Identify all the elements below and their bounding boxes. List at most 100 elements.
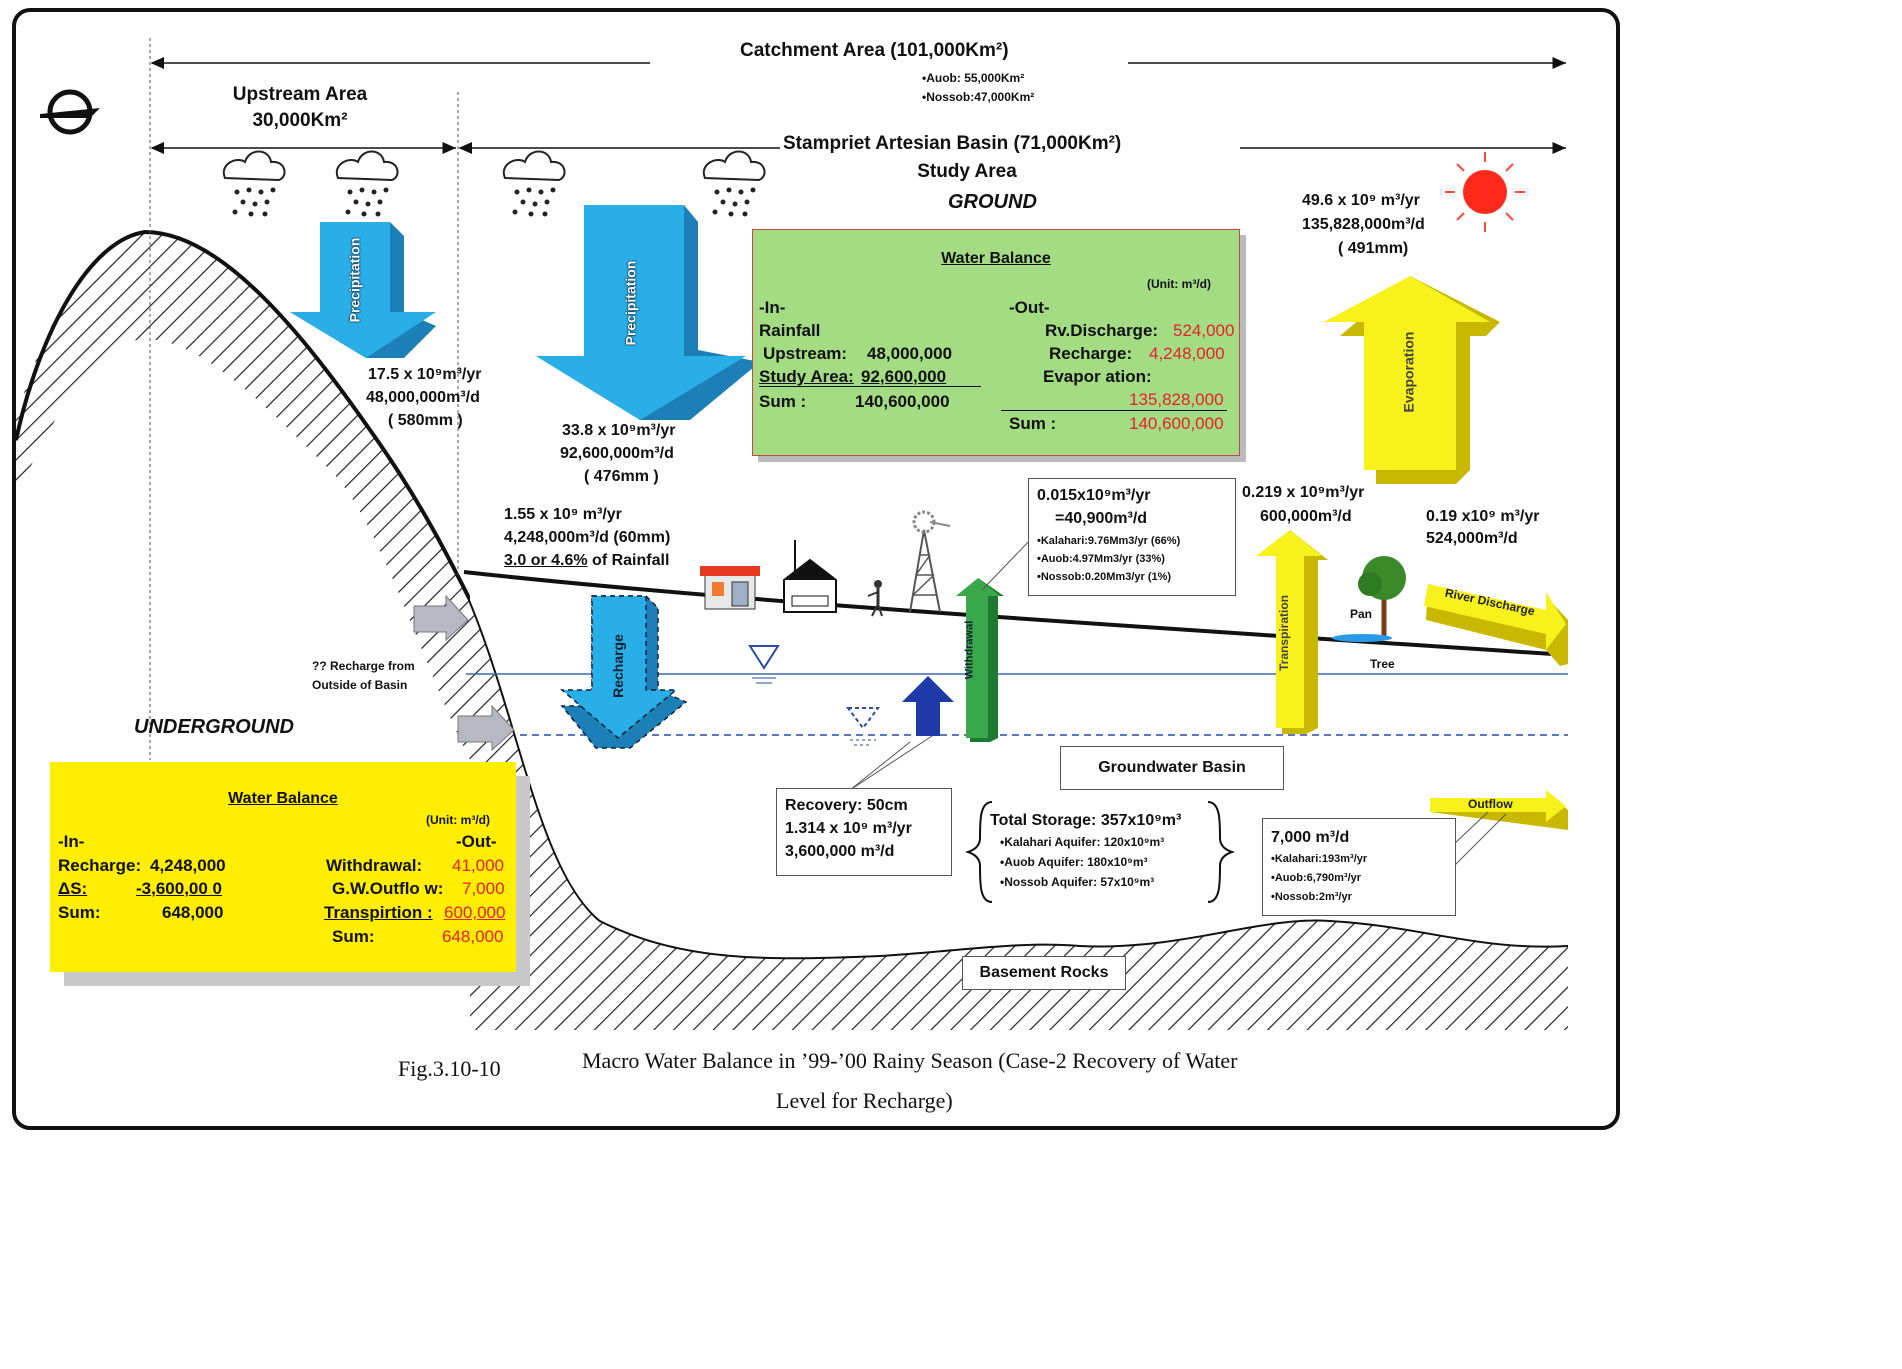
outflow-callout: 7,000 m³/d •Kalahari:193m³/yr •Auob:6,79… bbox=[1262, 818, 1456, 916]
precipitation-arrow-label: Precipitation bbox=[346, 237, 363, 323]
ground-water-balance-title: Water Balance bbox=[941, 250, 1051, 267]
outflow-daily: 7,000 m³/d bbox=[1271, 829, 1350, 846]
total-storage-title: Total Storage: 357x10⁹m³ bbox=[990, 812, 1182, 829]
ground-rainfall-label: Rainfall bbox=[759, 321, 821, 340]
ground-river-discharge-label: Rv.Discharge: bbox=[1045, 321, 1159, 340]
withdrawal-arrow-label: Withdrawal bbox=[963, 620, 976, 680]
catchment-nossob-area: •Nossob:47,000Km² bbox=[922, 90, 1035, 104]
recharge-yearly: 1.55 x 10⁹ m³/yr bbox=[504, 506, 622, 523]
ground-study-area-label: Study Area: bbox=[759, 367, 854, 386]
basement-rocks-label: Basement Rocks bbox=[979, 964, 1109, 981]
recharge-daily: 4,248,000m³/d (60mm) bbox=[504, 529, 671, 546]
river-discharge-arrow bbox=[1424, 584, 1568, 666]
underground-withdrawal-label: Withdrawal: bbox=[326, 856, 423, 875]
ground-upstream-value: 48,000,000 bbox=[867, 344, 953, 363]
ground-recharge-value: 4,248,000 bbox=[1149, 344, 1225, 363]
pan-label: Pan bbox=[1350, 607, 1373, 621]
transpiration-daily: 600,000m³/d bbox=[1260, 508, 1352, 525]
underground-transpiration-label: Transpirtion : bbox=[324, 903, 433, 922]
underground-transpiration-value: 600,000 bbox=[444, 903, 506, 922]
ground-out-sum-value: 140,600,000 bbox=[1129, 414, 1224, 433]
underground-out-heading: -Out- bbox=[456, 832, 497, 851]
ground-label: GROUND bbox=[948, 191, 1037, 213]
underground-gw-outflow-value: 7,000 bbox=[462, 879, 505, 898]
ground-river-discharge-value: 524,000 bbox=[1173, 321, 1235, 340]
evaporation-yearly: 49.6 x 10⁹ m³/yr bbox=[1302, 192, 1420, 209]
withdrawal-arrow bbox=[956, 578, 1004, 742]
precip-study-yearly: 33.8 x 10⁹m³/yr bbox=[562, 422, 676, 439]
windmill-icon bbox=[909, 510, 951, 613]
person-icon bbox=[867, 580, 883, 617]
storage-kalahari: •Kalahari Aquifer: 120x10⁹m³ bbox=[1000, 835, 1165, 849]
precipitation-arrow-upstream bbox=[290, 222, 436, 358]
ground-in-heading: -In- bbox=[759, 298, 786, 317]
river-discharge-daily: 524,000m³/d bbox=[1426, 530, 1518, 547]
water-level-marker-icon bbox=[748, 645, 780, 684]
outflow-arrow-label: Outflow bbox=[1468, 797, 1513, 811]
outside-recharge-line2: Outside of Basin bbox=[312, 678, 408, 692]
figure-caption-line1: Macro Water Balance in ’99-’00 Rainy Sea… bbox=[582, 1048, 1238, 1073]
ground-recharge-label: Recharge: bbox=[1049, 344, 1133, 363]
withdrawal-auob: •Auob:4.97Mm3/yr (33%) bbox=[1037, 553, 1165, 565]
underground-in-heading: -In- bbox=[58, 832, 85, 851]
diagram-canvas bbox=[14, 38, 1568, 1030]
outflow-auob: •Auob:6,790m³/yr bbox=[1271, 872, 1362, 884]
outflow-nossob: •Nossob:2m³/yr bbox=[1271, 891, 1352, 903]
recovery-arrow bbox=[902, 676, 954, 736]
figure-caption-line2: Level for Recharge) bbox=[776, 1088, 953, 1113]
underground-water-balance-title: Water Balance bbox=[228, 790, 338, 807]
recovery-callout: Recovery: 50cm 1.314 x 10⁹ m³/yr 3,600,0… bbox=[776, 788, 952, 876]
tree-label: Tree bbox=[1370, 657, 1395, 671]
recharge-arrow bbox=[559, 595, 688, 749]
recovered-water-level-marker-icon bbox=[846, 707, 880, 746]
catchment-auob-area: •Auob: 55,000Km² bbox=[922, 71, 1025, 85]
underground-gw-outflow-label: G.W.Outflo w: bbox=[332, 879, 444, 898]
underground-label: UNDERGROUND bbox=[134, 716, 294, 738]
ground-evaporation-label: Evapor ation: bbox=[1043, 367, 1152, 386]
underground-delta-s-label: ΔS: bbox=[58, 879, 88, 898]
recharge-arrow-label: Recharge bbox=[609, 634, 626, 698]
underground-out-sum-label: Sum: bbox=[332, 927, 375, 946]
underground-water-balance-unit: (Unit: m³/d) bbox=[426, 813, 490, 827]
underground-recharge-label: Recharge: bbox=[58, 856, 142, 875]
withdrawal-nossob: •Nossob:0.20Mm3/yr (1%) bbox=[1037, 571, 1172, 583]
storage-nossob: •Nossob Aquifer: 57x10⁹m³ bbox=[1000, 875, 1155, 889]
rain-cloud-icon bbox=[502, 150, 566, 217]
sun-icon bbox=[1445, 152, 1525, 232]
recovery-level: Recovery: 50cm bbox=[785, 797, 908, 814]
evaporation-mm: ( 491mm) bbox=[1338, 240, 1409, 257]
precip-study-mm: ( 476mm ) bbox=[584, 468, 659, 485]
upstream-area-title: Upstream Area bbox=[232, 84, 368, 105]
ground-out-sum-label: Sum : bbox=[1009, 414, 1057, 433]
underground-in-sum-value: 648,000 bbox=[162, 903, 224, 922]
ground-in-sum-value: 140,600,000 bbox=[855, 392, 950, 411]
evaporation-daily: 135,828,000m³/d bbox=[1302, 216, 1425, 233]
transpiration-arrow bbox=[1256, 530, 1328, 734]
underground-recharge-value: 4,248,000 bbox=[150, 856, 226, 875]
study-area-label: Study Area bbox=[917, 161, 1017, 182]
storage-auob: •Auob Aquifer: 180x10⁹m³ bbox=[1000, 855, 1148, 869]
outflow-arrow bbox=[1430, 790, 1568, 830]
river-discharge-yearly: 0.19 x10⁹ m³/yr bbox=[1426, 508, 1540, 525]
recovery-yearly: 1.314 x 10⁹ m³/yr bbox=[785, 820, 912, 837]
ground-water-balance-table: Water Balance (Unit: m³/d) -In- Rainfall… bbox=[752, 229, 1240, 456]
ground-in-sum-label: Sum : bbox=[759, 392, 807, 411]
outside-recharge-line1: ?? Recharge from bbox=[312, 659, 415, 673]
recovery-daily: 3,600,000 m³/d bbox=[785, 843, 895, 860]
precipitation-arrow-label: Precipitation bbox=[622, 260, 639, 346]
evaporation-arrow-label: Evaporation bbox=[1400, 331, 1417, 413]
ground-surface bbox=[463, 570, 1568, 657]
evaporation-arrow bbox=[1324, 276, 1500, 484]
withdrawal-callout: 0.015x10⁹m³/yr =40,900m³/d •Kalahari:9.7… bbox=[1028, 478, 1236, 596]
ground-study-area-value: 92,600,000 bbox=[861, 367, 947, 386]
catchment-area-title: Catchment Area (101,000Km²) bbox=[740, 40, 1009, 61]
precip-upstream-mm: ( 580mm ) bbox=[388, 412, 463, 429]
pan-water-icon bbox=[1332, 634, 1392, 642]
withdrawal-kalahari: •Kalahari:9.76Mm3/yr (66%) bbox=[1037, 535, 1181, 547]
figure-number: Fig.3.10-10 bbox=[398, 1056, 501, 1081]
underground-withdrawal-value: 41,000 bbox=[452, 856, 504, 875]
withdrawal-daily: =40,900m³/d bbox=[1055, 510, 1148, 527]
rain-cloud-icon bbox=[335, 150, 399, 217]
outflow-kalahari: •Kalahari:193m³/yr bbox=[1271, 853, 1368, 865]
tree-icon bbox=[1358, 556, 1406, 640]
